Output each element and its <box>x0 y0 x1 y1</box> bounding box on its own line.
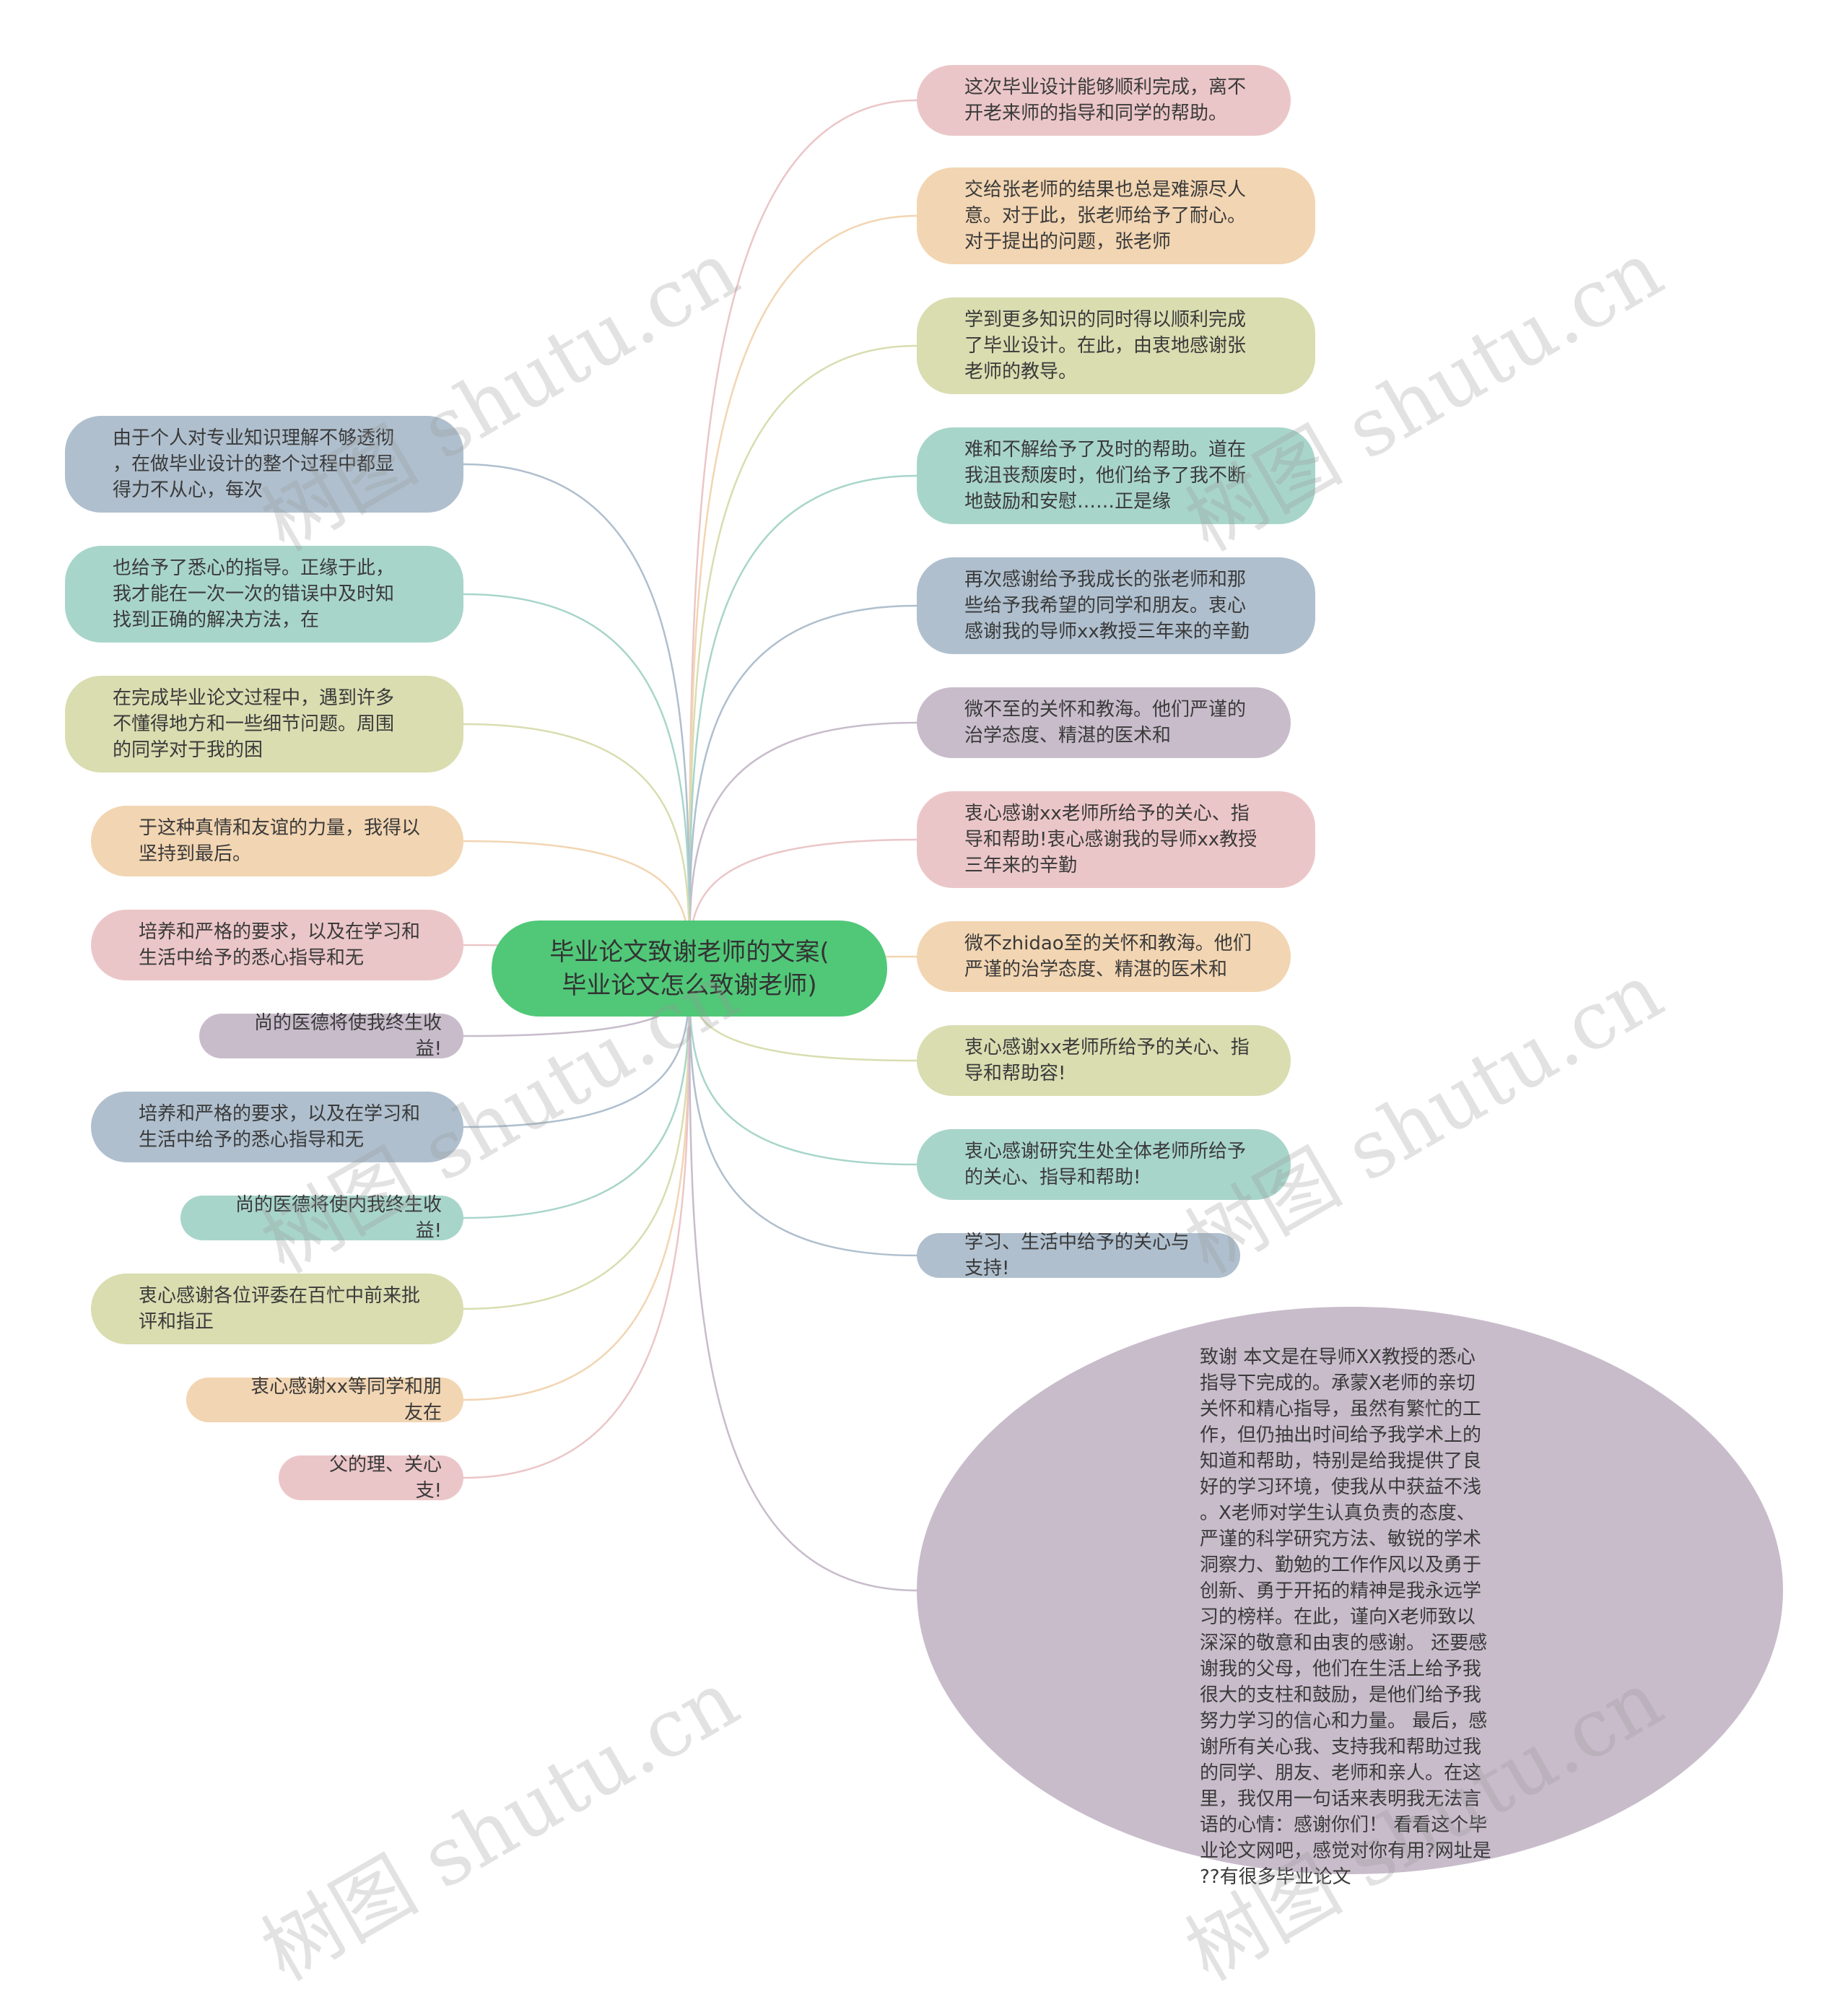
central-topic-node[interactable]: 毕业论文致谢老师的文案( 毕业论文怎么致谢老师) <box>492 921 887 1017</box>
connector-line <box>463 968 691 1479</box>
left-node[interactable]: 尚的医德将使内我终生收益! <box>180 1194 463 1242</box>
left-node[interactable]: 衷心感谢xx等同学和朋友在 <box>186 1376 463 1424</box>
right-node-label: 交给张老师的结果也总是难源尽人 意。对于此，张老师给予了耐心。 对于提出的问题，… <box>964 179 1247 253</box>
connector-line <box>463 968 691 1310</box>
connector-line <box>688 604 918 970</box>
left-node-label: 于这种真情和友谊的力量，我得以 坚持到最后。 <box>139 817 421 865</box>
left-node[interactable]: 尚的医德将使我终生收益! <box>199 1012 463 1060</box>
right-node[interactable]: 微不至的关怀和教海。他们严谨的 治学态度、精湛的医术和 <box>917 687 1291 758</box>
right-node[interactable]: 衷心感谢研究生处全体老师所给予 的关心、指导和帮助! <box>917 1129 1291 1200</box>
right-node-label: 衷心感谢xx老师所给予的关心、指 导和帮助!衷心感谢我的导师xx教授 三年来的辛… <box>964 803 1258 876</box>
right-node-label: 衷心感谢xx老师所给予的关心、指 导和帮助容! <box>964 1037 1250 1084</box>
right-node-label: 学习、生活中给予的关心与支持! <box>964 1232 1190 1279</box>
left-node-label: 衷心感谢各位评委在百忙中前来批 评和指正 <box>139 1285 421 1333</box>
right-node-label: 衷心感谢研究生处全体老师所给予 的关心、指导和帮助! <box>964 1141 1247 1188</box>
left-node[interactable]: 于这种真情和友谊的力量，我得以 坚持到最后。 <box>91 806 463 876</box>
right-node[interactable]: 再次感谢给予我成长的张老师和那 些给予我希望的同学和朋友。衷心 感谢我的导师xx… <box>917 557 1315 654</box>
right-node[interactable]: 衷心感谢xx老师所给予的关心、指 导和帮助容! <box>917 1025 1291 1096</box>
left-node-label: 父的理、关心支! <box>328 1454 442 1502</box>
big-text-node-label: 致谢 本文是在导师XX教授的悉心 指导下完成的。承蒙X老师的亲切 关怀和精心指导… <box>1200 1346 1491 1888</box>
right-node-label: 这次毕业设计能够顺利完成，离不 开老来师的指导和同学的帮助。 <box>964 77 1247 124</box>
left-node[interactable]: 培养和严格的要求，以及在学习和 生活中给予的悉心指导和无 <box>91 1092 463 1162</box>
right-node[interactable]: 微不zhidao至的关怀和教海。他们 严谨的治学态度、精湛的医术和 <box>917 921 1291 992</box>
left-node[interactable]: 父的理、关心支! <box>279 1454 463 1502</box>
connector-lines <box>463 99 918 1592</box>
right-node-label: 微不至的关怀和教海。他们严谨的 治学态度、精湛的医术和 <box>964 699 1247 747</box>
right-node[interactable]: 难和不解给予了及时的帮助。道在 我沮丧颓废时，他们给予了我不断 地鼓励和安慰……… <box>917 427 1315 524</box>
big-text-node[interactable]: 致谢 本文是在导师XX教授的悉心 指导下完成的。承蒙X老师的亲切 关怀和精心指导… <box>917 1307 1783 1888</box>
left-node-label: 尚的医德将使我终生收益! <box>253 1012 442 1060</box>
left-node-label: 由于个人对专业知识理解不够透彻 ，在做毕业设计的整个过程中都显 得力不从心，每次 <box>113 427 395 501</box>
right-node[interactable]: 交给张老师的结果也总是难源尽人 意。对于此，张老师给予了耐心。 对于提出的问题，… <box>917 167 1315 264</box>
connector-line <box>688 474 918 970</box>
right-node[interactable]: 学习、生活中给予的关心与支持! <box>917 1232 1240 1279</box>
right-node-label: 微不zhidao至的关怀和教海。他们 严谨的治学态度、精湛的医术和 <box>964 933 1252 980</box>
connector-line <box>688 99 918 970</box>
left-node[interactable]: 在完成毕业论文过程中，遇到许多 不懂得地方和一些细节问题。周围 的同学对于我的困 <box>65 676 463 772</box>
connector-line <box>463 593 691 970</box>
connector-line <box>463 463 691 970</box>
left-node-label: 也给予了悉心的指导。正缘于此， 我才能在一次一次的错误中及时知 找到正确的解决方… <box>113 557 395 631</box>
left-node-label: 衷心感谢xx等同学和朋友在 <box>250 1376 442 1424</box>
connector-line <box>688 214 918 970</box>
left-node[interactable]: 衷心感谢各位评委在百忙中前来批 评和指正 <box>91 1274 463 1344</box>
connector-line <box>688 968 918 1592</box>
left-node-label: 培养和严格的要求，以及在学习和 生活中给予的悉心指导和无 <box>139 1103 421 1151</box>
right-node-label: 难和不解给予了及时的帮助。道在 我沮丧颓废时，他们给予了我不断 地鼓励和安慰……… <box>964 439 1247 513</box>
left-node[interactable]: 培养和严格的要求，以及在学习和 生活中给予的悉心指导和无 <box>91 910 463 980</box>
left-node[interactable]: 由于个人对专业知识理解不够透彻 ，在做毕业设计的整个过程中都显 得力不从心，每次 <box>65 416 463 513</box>
left-node-label: 培养和严格的要求，以及在学习和 生活中给予的悉心指导和无 <box>139 921 421 969</box>
right-node[interactable]: 学到更多知识的同时得以顺利完成 了毕业设计。在此，由衷地感谢张 老师的教导。 <box>917 297 1315 394</box>
left-node[interactable]: 也给予了悉心的指导。正缘于此， 我才能在一次一次的错误中及时知 找到正确的解决方… <box>65 546 463 643</box>
right-node-label: 学到更多知识的同时得以顺利完成 了毕业设计。在此，由衷地感谢张 老师的教导。 <box>964 309 1247 383</box>
right-node-label: 再次感谢给予我成长的张老师和那 些给予我希望的同学和朋友。衷心 感谢我的导师xx… <box>964 569 1250 643</box>
left-node-label: 尚的医德将使内我终生收益! <box>235 1194 442 1242</box>
left-node-label: 在完成毕业论文过程中，遇到许多 不懂得地方和一些细节问题。周围 的同学对于我的困 <box>113 687 395 761</box>
right-node[interactable]: 这次毕业设计能够顺利完成，离不 开老来师的指导和同学的帮助。 <box>917 65 1291 136</box>
right-node[interactable]: 衷心感谢xx老师所给予的关心、指 导和帮助!衷心感谢我的导师xx教授 三年来的辛… <box>917 791 1315 888</box>
connector-line <box>463 723 691 970</box>
